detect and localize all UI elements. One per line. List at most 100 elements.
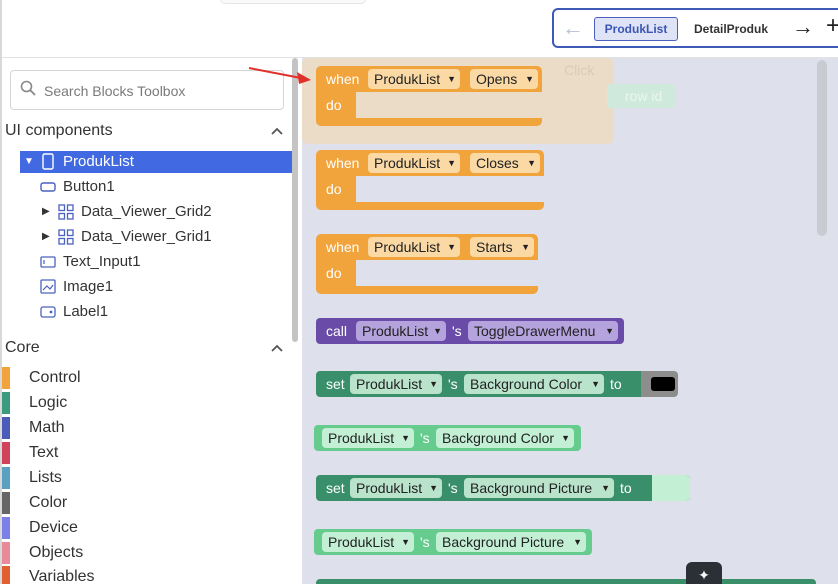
core-item-math[interactable]: Math	[2, 417, 282, 439]
chevron-up-icon[interactable]	[270, 343, 284, 353]
property-dropdown[interactable]: Background Color▼	[464, 374, 604, 394]
possessive-label: 's	[452, 323, 462, 339]
when-label: when	[326, 239, 360, 255]
event-dropdown[interactable]: Starts▼	[470, 237, 534, 257]
expand-right-icon[interactable]: ▶	[42, 231, 50, 242]
plus-icon[interactable]: +	[826, 12, 838, 39]
chevron-down-icon: ▼	[429, 483, 438, 493]
component-dropdown[interactable]: ProdukList▼	[350, 478, 442, 498]
tree-item-label: Data_Viewer_Grid2	[81, 203, 212, 220]
core-item-label: Device	[29, 519, 78, 536]
core-item-logic[interactable]: Logic	[2, 392, 282, 414]
text-input-icon	[40, 256, 56, 268]
core-item-label: Math	[29, 419, 65, 436]
color-swatch[interactable]	[651, 377, 675, 391]
component-dropdown[interactable]: ProdukList▼	[368, 153, 460, 173]
tree-item-label: Text_Input1	[63, 253, 141, 270]
color-block[interactable]	[641, 371, 678, 397]
core-item-label: Objects	[29, 544, 84, 561]
core-item-control[interactable]: Control	[2, 367, 282, 389]
grid-icon	[58, 229, 74, 245]
event-dropdown[interactable]: Closes▼	[470, 153, 540, 173]
method-call-block[interactable]: call ProdukList▼ 's ToggleDrawerMenu▼	[316, 318, 624, 344]
component-dropdown-value: ProdukList	[374, 239, 441, 255]
core-item-variables[interactable]: Variables	[2, 566, 282, 584]
getter-block-bg-picture[interactable]: ProdukList▼ 's Background Picture▼	[314, 529, 592, 555]
chevron-down-icon: ▼	[447, 242, 456, 252]
arrow-right-icon[interactable]: →	[792, 14, 814, 39]
when-label: when	[326, 71, 360, 87]
method-dropdown[interactable]: ToggleDrawerMenu▼	[468, 321, 618, 341]
core-item-text[interactable]: Text	[2, 442, 282, 464]
getter-block-bg-color[interactable]: ProdukList▼ 's Background Color▼	[314, 425, 581, 451]
component-dropdown[interactable]: ProdukList▼	[350, 374, 442, 394]
do-label: do	[326, 181, 342, 197]
tree-item-label: Data_Viewer_Grid1	[81, 228, 212, 245]
chevron-down-icon: ▼	[401, 537, 410, 547]
core-item-lists[interactable]: Lists	[2, 467, 282, 489]
event-block-starts-do: do	[316, 260, 356, 286]
property-dropdown[interactable]: Background Picture▼	[436, 532, 586, 552]
tab-detailproduk[interactable]: DetailProduk	[694, 22, 769, 36]
do-label: do	[326, 97, 342, 113]
setter-block-bg-color[interactable]: set ProdukList▼ 's Background Color▼ to	[316, 371, 678, 397]
tree-item-data-viewer-grid1[interactable]: ▶ Data_Viewer_Grid1	[20, 226, 292, 248]
blocks-workspace[interactable]: Click row id when ProdukList▼ Opens▼ do …	[302, 58, 838, 584]
tree-item-image1[interactable]: Image1	[20, 276, 292, 298]
button-icon	[40, 182, 56, 192]
tree-item-label: Image1	[63, 278, 114, 295]
set-label: set	[326, 480, 345, 496]
chevron-down-icon: ▼	[573, 537, 582, 547]
chevron-down-icon: ▼	[447, 74, 456, 84]
event-dropdown[interactable]: Opens▼	[470, 69, 538, 89]
workspace-scrollbar[interactable]	[817, 60, 827, 236]
tab-produklist[interactable]: ProdukList	[594, 17, 678, 41]
component-dropdown[interactable]: ProdukList▼	[322, 532, 414, 552]
empty-text-socket[interactable]	[652, 475, 690, 501]
core-item-device[interactable]: Device	[2, 517, 282, 539]
category-color-bar	[2, 542, 10, 564]
event-block-starts[interactable]: when ProdukList ▼ Starts▼	[316, 234, 538, 260]
category-color-bar	[2, 392, 10, 414]
component-dropdown-value: ProdukList	[362, 323, 429, 339]
tree-item-label: ProdukList	[63, 153, 134, 170]
component-dropdown[interactable]: ProdukList▼	[356, 321, 446, 341]
do-label: do	[326, 265, 342, 281]
arrow-left-icon[interactable]: ←	[562, 15, 584, 40]
tree-item-button1[interactable]: Button1	[20, 176, 292, 198]
ui-components-header[interactable]: UI components	[5, 122, 113, 139]
tree-item-text-input1[interactable]: Text_Input1	[20, 251, 292, 273]
image-icon	[40, 279, 56, 294]
tree-item-data-viewer-grid2[interactable]: ▶ Data_Viewer_Grid2	[20, 201, 292, 223]
ghost-row-id-block[interactable]: row id	[607, 84, 675, 108]
expand-down-icon[interactable]: ▼	[24, 156, 34, 167]
tree-item-produklist[interactable]: ▼ ProdukList	[20, 151, 292, 173]
component-dropdown[interactable]: ProdukList ▼	[322, 428, 414, 448]
screen-navigator: ← ProdukList DetailProduk → +	[552, 8, 838, 48]
event-block-closes[interactable]: when ProdukList▼ Closes▼	[316, 150, 544, 176]
component-dropdown[interactable]: ProdukList ▼	[368, 237, 460, 257]
method-dropdown-value: ToggleDrawerMenu	[474, 323, 596, 339]
event-block-opens[interactable]: when ProdukList▼ Opens▼	[316, 66, 542, 92]
search-input[interactable]: Search Blocks Toolbox	[10, 70, 284, 110]
chevron-up-icon[interactable]	[270, 126, 284, 136]
property-dropdown[interactable]: Background Color▼	[436, 428, 574, 448]
event-block-opens-do: do	[316, 92, 356, 118]
event-dropdown-value: Opens	[476, 71, 518, 87]
sparkle-icon[interactable]: ✦	[686, 562, 722, 584]
setter-block-bg-picture[interactable]: set ProdukList▼ 's Background Picture▼ t…	[316, 475, 690, 501]
core-item-color[interactable]: Color	[2, 492, 282, 514]
component-dropdown[interactable]: ProdukList▼	[368, 69, 460, 89]
core-item-objects[interactable]: Objects	[2, 542, 282, 564]
chevron-down-icon: ▼	[401, 433, 410, 443]
partial-setter-block[interactable]	[316, 579, 816, 584]
event-block-starts-bottom	[316, 286, 538, 294]
sidebar-scrollbar[interactable]	[292, 58, 298, 342]
tree-item-label1[interactable]: Label1	[20, 301, 292, 323]
property-dropdown-value: Background Picture	[470, 480, 593, 496]
core-header[interactable]: Core	[5, 339, 40, 356]
component-dropdown-value: ProdukList	[328, 430, 395, 446]
event-dropdown-value: Starts	[476, 239, 513, 255]
expand-right-icon[interactable]: ▶	[42, 206, 50, 217]
property-dropdown[interactable]: Background Picture▼	[464, 478, 614, 498]
